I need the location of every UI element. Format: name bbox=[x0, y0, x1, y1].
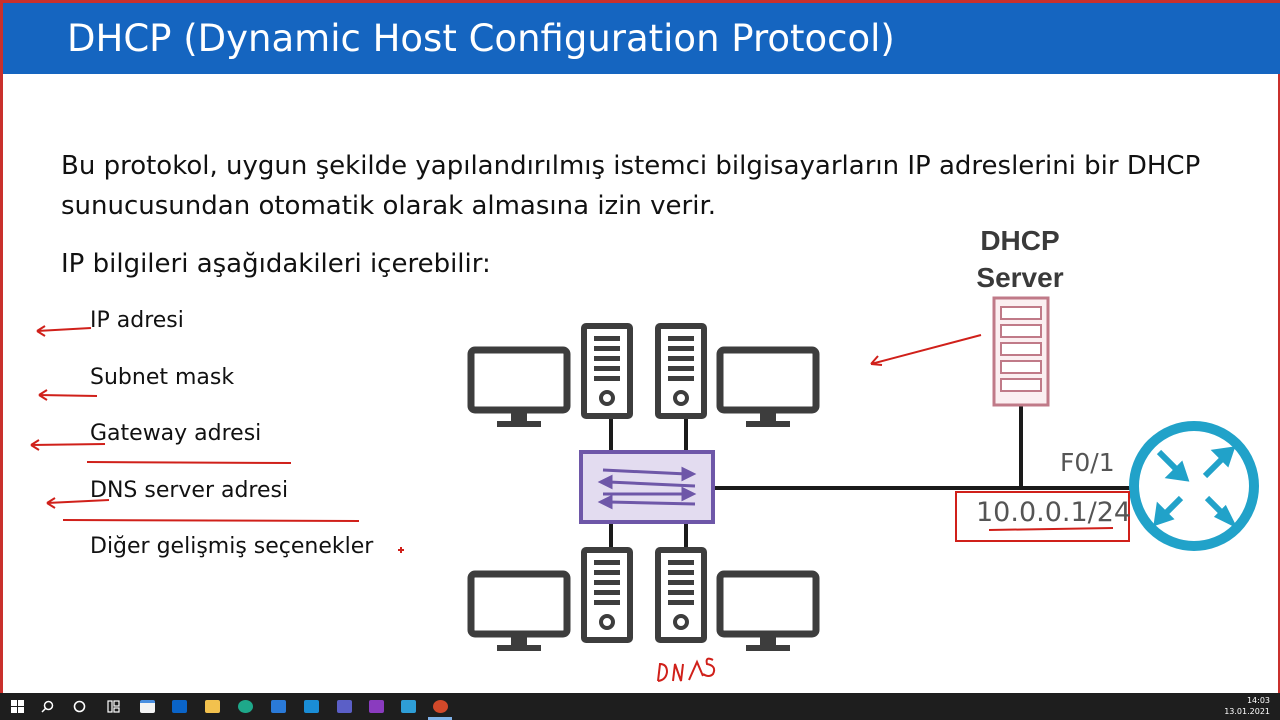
monitor-icon bbox=[471, 574, 567, 651]
list-item-subnet: Subnet mask bbox=[90, 364, 235, 390]
clock-time: 14:03 bbox=[1246, 696, 1270, 705]
router-icon bbox=[1129, 421, 1259, 551]
monitor-icon bbox=[720, 574, 816, 651]
intro-paragraph: Bu protokol, uygun şekilde yapılandırılm… bbox=[61, 151, 1201, 221]
title-bar: DHCP (Dynamic Host Configuration Protoco… bbox=[3, 0, 1280, 74]
computer-tower-icon bbox=[658, 326, 704, 416]
monitor-icon bbox=[471, 350, 567, 427]
switch-icon bbox=[579, 450, 715, 524]
windows-start-icon[interactable] bbox=[8, 697, 27, 716]
clock[interactable]: 14:03 13.01.2021 bbox=[1224, 695, 1270, 717]
search-icon[interactable] bbox=[38, 697, 57, 716]
router-ip-label: 10.0.0.1/24 bbox=[976, 497, 1132, 528]
taskbar: 14:03 13.01.2021 bbox=[0, 693, 1280, 720]
list-item-advanced: Diğer gelişmiş seçenekler bbox=[90, 534, 374, 559]
teams-icon[interactable] bbox=[335, 697, 354, 716]
active-app-indicator bbox=[428, 717, 452, 720]
file-explorer-icon[interactable] bbox=[203, 697, 222, 716]
outlook-icon[interactable] bbox=[170, 697, 189, 716]
mail-icon[interactable] bbox=[269, 697, 288, 716]
slide-title: DHCP (Dynamic Host Configuration Protoco… bbox=[67, 17, 895, 60]
dhcp-server-label: DHCP Server bbox=[961, 222, 1079, 296]
clock-date: 13.01.2021 bbox=[1224, 707, 1270, 716]
dhcp-server-label-line1: DHCP bbox=[980, 225, 1060, 256]
computer-tower-icon bbox=[584, 550, 630, 640]
edge-icon[interactable] bbox=[236, 697, 255, 716]
computer-tower-icon bbox=[658, 550, 704, 640]
onenote-icon[interactable] bbox=[367, 697, 386, 716]
computer-tower-icon bbox=[584, 326, 630, 416]
list-item-dns: DNS server adresi bbox=[90, 477, 289, 503]
store-icon[interactable] bbox=[138, 697, 157, 716]
slide: DHCP (Dynamic Host Configuration Protoco… bbox=[0, 0, 1280, 693]
powerpoint-icon[interactable] bbox=[431, 697, 450, 716]
dhcp-server-label-line2: Server bbox=[976, 262, 1064, 293]
info-list: IP adresi Subnet mask Gateway adresi DNS… bbox=[90, 308, 373, 591]
list-heading: IP bilgileri aşağıdakileri içerebilir: bbox=[61, 249, 491, 279]
office-icon[interactable] bbox=[302, 697, 321, 716]
widgets-icon[interactable] bbox=[104, 697, 123, 716]
whiteboard-icon[interactable] bbox=[399, 697, 418, 716]
task-view-icon[interactable] bbox=[70, 697, 89, 716]
list-item-gateway: Gateway adresi bbox=[90, 421, 262, 446]
monitor-icon bbox=[720, 350, 816, 427]
list-item-ip: IP adresi bbox=[90, 308, 184, 333]
router-port-label: F0/1 bbox=[1060, 448, 1115, 477]
dhcp-server-icon bbox=[992, 296, 1050, 407]
